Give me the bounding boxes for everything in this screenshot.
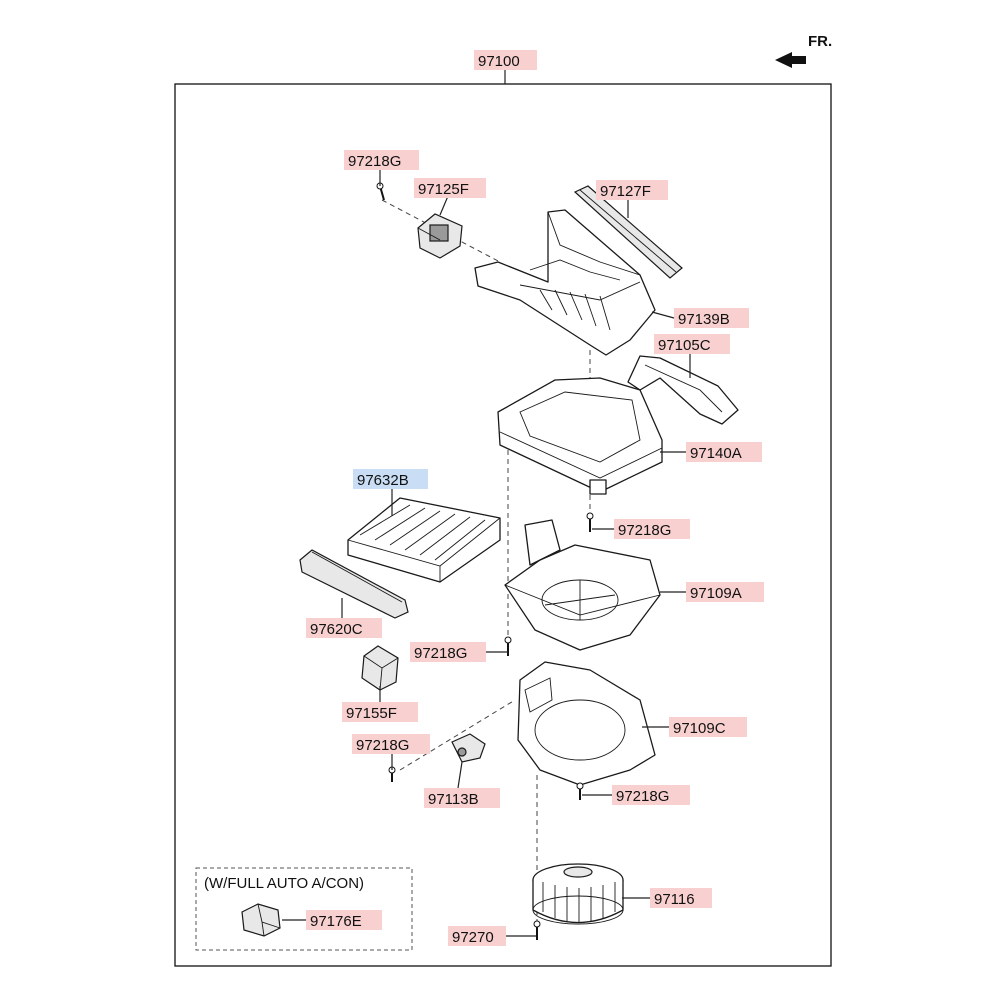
- part-label-97620C[interactable]: 97620C: [306, 618, 382, 638]
- svg-text:97127F: 97127F: [600, 183, 651, 200]
- svg-text:97218G: 97218G: [618, 522, 671, 539]
- part-label-97218G-top[interactable]: 97218G: [344, 150, 419, 170]
- part-label-97105C[interactable]: 97105C: [654, 334, 730, 354]
- svg-text:97218G: 97218G: [616, 788, 669, 805]
- svg-text:97218G: 97218G: [356, 737, 409, 754]
- screw-97218G-lower-right: [576, 782, 584, 800]
- part-label-97113B[interactable]: 97113B: [424, 788, 500, 808]
- assembly-frame: [174, 83, 832, 967]
- duct-97105C: [627, 355, 739, 425]
- svg-text:97218G: 97218G: [348, 153, 401, 170]
- svg-text:97125F: 97125F: [418, 181, 469, 198]
- part-label-97155F[interactable]: 97155F: [342, 702, 418, 722]
- svg-text:97632B: 97632B: [357, 472, 409, 489]
- gasket-strip-97127F: [573, 185, 683, 279]
- part-label-97218G-mid[interactable]: 97218G: [614, 519, 690, 539]
- svg-text:97620C: 97620C: [310, 621, 363, 638]
- svg-text:97176E: 97176E: [310, 913, 362, 930]
- part-label-97127F[interactable]: 97127F: [596, 180, 668, 200]
- part-label-97109C[interactable]: 97109C: [669, 717, 747, 737]
- svg-text:97270: 97270: [452, 929, 494, 946]
- svg-text:97105C: 97105C: [658, 337, 711, 354]
- module-97155F: [361, 645, 399, 691]
- front-indicator-label: FR.: [808, 33, 832, 50]
- part-label-97218G-lower-mid[interactable]: 97218G: [410, 642, 486, 662]
- front-direction-arrow-icon: [775, 52, 806, 68]
- svg-text:97218G: 97218G: [414, 645, 467, 662]
- part-label-97270[interactable]: 97270: [448, 926, 506, 946]
- sensor-97176E: [241, 903, 281, 937]
- svg-text:97113B: 97113B: [428, 791, 479, 808]
- screw-97218G-lower-mid: [504, 636, 512, 656]
- screw-97218G-mid: [586, 512, 594, 532]
- part-label-97125F[interactable]: 97125F: [414, 178, 486, 198]
- svg-text:97140A: 97140A: [690, 445, 742, 462]
- actuator-97125F: [417, 213, 463, 259]
- svg-text:97139B: 97139B: [678, 311, 730, 328]
- svg-text:97109C: 97109C: [673, 720, 726, 737]
- label-leaders: [282, 170, 691, 937]
- blower-case-upper-97109A: [504, 519, 661, 651]
- svg-text:97155F: 97155F: [346, 705, 397, 722]
- part-label-97632B[interactable]: 97632B: [353, 469, 428, 489]
- filter-cover-97620C: [299, 549, 409, 619]
- screw-97270: [533, 920, 541, 940]
- svg-text:97116: 97116: [654, 891, 695, 908]
- blower-motor-97116: [532, 863, 624, 925]
- svg-text:97100: 97100: [478, 53, 520, 70]
- part-label-97218G-lower-left[interactable]: 97218G: [352, 734, 430, 754]
- assembly-label[interactable]: 97100: [474, 50, 537, 70]
- intake-case-97139B: [474, 209, 656, 356]
- svg-text:97109A: 97109A: [690, 585, 742, 602]
- option-box: [195, 867, 413, 951]
- cabin-filter-97632B: [347, 497, 501, 583]
- option-box-caption: (W/FULL AUTO A/CON): [204, 875, 364, 892]
- upper-case-97140A: [497, 377, 663, 495]
- part-label-97176E[interactable]: 97176E: [306, 910, 382, 930]
- blower-case-lower-97109C: [517, 661, 656, 786]
- part-label-97139B[interactable]: 97139B: [674, 308, 749, 328]
- part-label-97218G-lower-right[interactable]: 97218G: [612, 785, 690, 805]
- part-label-97140A[interactable]: 97140A: [686, 442, 762, 462]
- resistor-97113B: [451, 733, 486, 763]
- part-label-97116[interactable]: 97116: [650, 888, 712, 908]
- part-label-97109A[interactable]: 97109A: [686, 582, 764, 602]
